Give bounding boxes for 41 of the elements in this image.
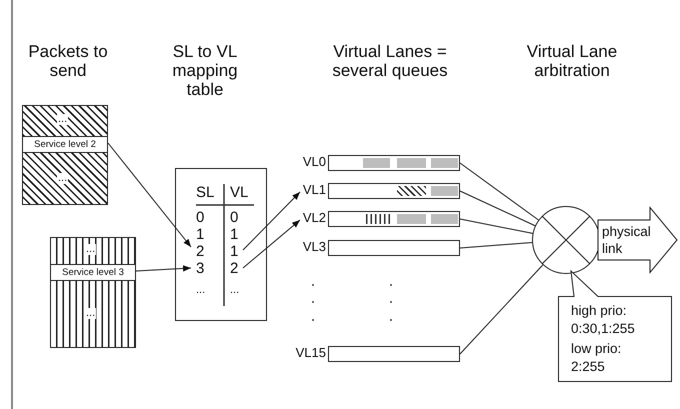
arrow (136, 265, 192, 272)
table-cell: 0 (230, 210, 238, 226)
arrow (108, 142, 192, 248)
arrow (242, 192, 300, 250)
mapping-table (175, 168, 267, 321)
table-cell: 3 (196, 261, 204, 277)
table-cell: 1 (196, 227, 204, 243)
column-header: VL (230, 185, 248, 201)
table-cell: 1 (230, 244, 238, 260)
connector-line (460, 264, 544, 354)
column-header: SL (196, 185, 214, 201)
packet-label: Service level 3 (50, 264, 136, 281)
ellipsis-text: ... (85, 308, 96, 319)
packet-stack (22, 105, 108, 205)
table-cell: 1 (230, 227, 238, 243)
lane-label: VL2 (302, 210, 326, 226)
table-cell: 2 (230, 261, 238, 277)
ellipsis-text: ... (57, 172, 68, 184)
connector-line (460, 218, 534, 234)
packet-label: Service level 2 (22, 136, 108, 153)
lane-label: VL1 (302, 182, 326, 198)
column-heading: Virtual Lane arbitration (526, 42, 618, 80)
table-cell-text: ... (230, 283, 240, 298)
packet-stack (50, 237, 136, 348)
column-heading: Virtual Lanes = several queues (331, 42, 449, 80)
lane-label: VL0 (302, 154, 326, 170)
callout-text: low prio: 2:255 (571, 340, 622, 376)
table-cell-text: ... (196, 283, 206, 298)
ellipsis-text: ... (57, 114, 68, 125)
lane-label: VL15 (296, 345, 326, 361)
connector-line (460, 190, 536, 226)
arrow (242, 220, 300, 268)
connector-line (460, 162, 539, 221)
column-heading: SL to VL mapping table (171, 42, 239, 99)
connector-line (460, 242, 533, 248)
table-cell: 0 (196, 210, 204, 226)
link-label: physical link (602, 223, 652, 257)
ellipsis-text: ... (85, 244, 96, 255)
lane-label: VL3 (302, 239, 326, 255)
column-heading: Packets to send (28, 42, 108, 80)
table-cell: 2 (196, 244, 204, 260)
